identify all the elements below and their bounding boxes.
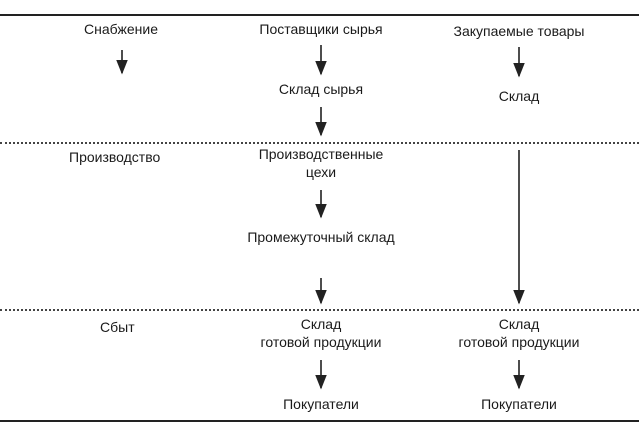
section-label-production: Производство xyxy=(69,149,161,165)
top-border-line xyxy=(0,14,639,16)
node-production-shops-line1: Производственные xyxy=(258,146,384,162)
node-production-shops: Производственные цехи xyxy=(259,145,384,181)
bottom-border-line xyxy=(0,420,639,422)
node-finished-goods-warehouse-1: Склад готовой продукции xyxy=(261,315,382,351)
section-label-sales: Сбыт xyxy=(100,319,135,335)
node-finished-goods-warehouse-1-line2: готовой продукции xyxy=(260,334,382,350)
node-intermediate-warehouse: Промежуточный склад xyxy=(247,229,395,245)
node-raw-suppliers: Поставщики сырья xyxy=(259,21,383,37)
production-sales-divider xyxy=(0,309,639,311)
section-label-supply: Снабжение xyxy=(84,21,158,37)
node-warehouse: Склад xyxy=(498,88,540,104)
node-finished-goods-warehouse-1-line1: Склад xyxy=(300,316,342,332)
node-production-shops-line2: цехи xyxy=(305,164,337,180)
node-finished-goods-warehouse-2: Склад готовой продукции xyxy=(459,315,580,351)
node-finished-goods-warehouse-2-line1: Склад xyxy=(498,316,540,332)
node-finished-goods-warehouse-2-line2: готовой продукции xyxy=(458,334,580,350)
node-raw-warehouse: Склад сырья xyxy=(278,81,364,97)
node-customers-1: Покупатели xyxy=(283,396,359,412)
supply-production-divider xyxy=(0,142,639,144)
node-purchased-goods: Закупаемые товары xyxy=(453,23,585,39)
node-customers-2: Покупатели xyxy=(481,396,557,412)
